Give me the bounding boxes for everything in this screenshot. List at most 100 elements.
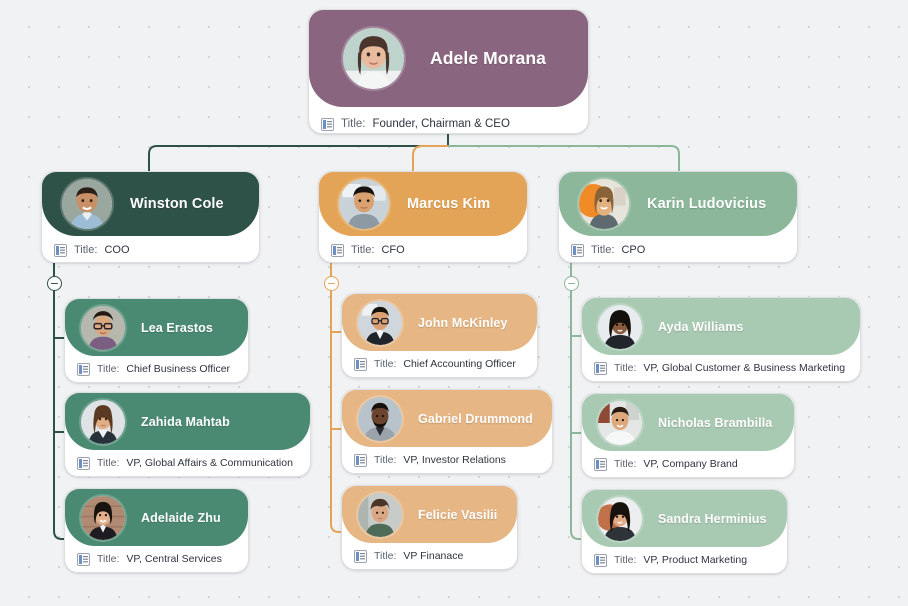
list-detail-icon [354, 453, 367, 467]
list-detail-icon [571, 243, 584, 257]
list-detail-icon [77, 552, 90, 566]
avatar [579, 179, 629, 229]
org-node-ops-child-1[interactable]: Zahida Mahtab Title: VP, Global Affairs … [64, 392, 311, 477]
list-detail-icon [54, 243, 67, 257]
field-label: Title: [97, 363, 120, 375]
field-value: COO [104, 244, 130, 256]
person-name: Nicholas Brambilla [658, 415, 773, 430]
field-value: VP, Global Customer & Business Marketing [643, 362, 846, 374]
avatar [598, 496, 642, 541]
person-name: Ayda Williams [658, 319, 744, 334]
org-node-ops[interactable]: Winston Cole Title: COO [41, 171, 260, 263]
field-label: Title: [614, 362, 637, 374]
org-node-ops-child-0[interactable]: Lea Erastos Title: Chief Business Office… [64, 298, 249, 383]
node-field-row: Title: CPO [559, 236, 797, 264]
node-field-row: Title: VP, Company Brand [582, 451, 794, 477]
field-value: VP, Company Brand [643, 458, 738, 470]
node-field-row: Title: Chief Accounting Officer [342, 351, 537, 377]
field-value: VP, Central Services [126, 553, 222, 565]
avatar [62, 179, 112, 229]
person-name: Zahida Mahtab [141, 414, 230, 429]
field-label: Title: [374, 550, 397, 562]
list-detail-icon [354, 357, 367, 371]
person-name: Sandra Herminius [658, 511, 767, 526]
collapse-toggle-ops[interactable] [47, 276, 62, 291]
org-node-finance-child-1[interactable]: Gabriel Drummond Title: VP, Investor Rel… [341, 389, 553, 474]
node-field-row: Title: VP, Product Marketing [582, 547, 787, 573]
person-name: Marcus Kim [407, 196, 491, 212]
node-header: Lea Erastos [65, 299, 248, 356]
list-detail-icon [321, 117, 334, 131]
list-detail-icon [77, 456, 90, 470]
avatar [81, 495, 125, 540]
field-label: Title: [97, 553, 120, 565]
minus-icon [568, 282, 575, 285]
org-node-product-child-1[interactable]: Nicholas Brambilla Title: VP, Company Br… [581, 393, 795, 478]
org-node-root[interactable]: Adele Morana Title: Founder, Chairman & … [308, 9, 589, 134]
person-name: Winston Cole [130, 196, 224, 212]
avatar [343, 28, 404, 89]
field-value: VP Finanace [403, 550, 464, 562]
node-header: Adele Morana [309, 10, 588, 107]
field-label: Title: [591, 244, 615, 256]
field-label: Title: [351, 244, 375, 256]
field-label: Title: [374, 454, 397, 466]
field-value: CFO [381, 244, 405, 256]
node-header: Ayda Williams [582, 298, 860, 355]
org-node-ops-child-2[interactable]: Adelaide Zhu Title: VP, Central Services [64, 488, 249, 573]
node-field-row: Title: VP Finanace [342, 543, 517, 569]
node-header: John McKinley [342, 294, 537, 351]
node-field-row: Title: COO [42, 236, 259, 264]
field-value: Founder, Chairman & CEO [372, 118, 510, 130]
collapse-toggle-product[interactable] [564, 276, 579, 291]
field-label: Title: [341, 118, 366, 130]
org-node-finance-child-2[interactable]: Felicie Vasilii Title: VP Finanace [341, 485, 518, 570]
field-value: VP, Investor Relations [403, 454, 506, 466]
avatar [81, 399, 125, 444]
node-field-row: Title: VP, Global Affairs & Communicatio… [65, 450, 310, 476]
node-header: Karin Ludovicius [559, 172, 797, 236]
org-node-product-child-2[interactable]: Sandra Herminius Title: VP, Product Mark… [581, 489, 788, 574]
node-header: Adelaide Zhu [65, 489, 248, 546]
field-value: VP, Global Affairs & Communication [126, 457, 293, 469]
node-header: Zahida Mahtab [65, 393, 310, 450]
node-header: Sandra Herminius [582, 490, 787, 547]
org-node-product[interactable]: Karin Ludovicius Title: CPO [558, 171, 798, 263]
list-detail-icon [77, 362, 90, 376]
list-detail-icon [594, 457, 607, 471]
avatar [339, 179, 389, 229]
person-name: John McKinley [418, 315, 508, 330]
person-name: Felicie Vasilii [418, 507, 498, 522]
collapse-toggle-finance[interactable] [324, 276, 339, 291]
person-name: Karin Ludovicius [647, 196, 767, 212]
node-header: Marcus Kim [319, 172, 527, 236]
field-value: Chief Accounting Officer [403, 358, 516, 370]
field-value: Chief Business Officer [126, 363, 231, 375]
avatar [358, 396, 402, 441]
list-detail-icon [594, 361, 607, 375]
avatar [81, 305, 125, 350]
field-value: VP, Product Marketing [643, 554, 748, 566]
list-detail-icon [331, 243, 344, 257]
node-header: Felicie Vasilii [342, 486, 517, 543]
org-node-finance[interactable]: Marcus Kim Title: CFO [318, 171, 528, 263]
list-detail-icon [594, 553, 607, 567]
person-name: Gabriel Drummond [418, 411, 533, 426]
node-header: Winston Cole [42, 172, 259, 236]
avatar [358, 300, 402, 345]
node-field-row: Title: CFO [319, 236, 527, 264]
org-node-finance-child-0[interactable]: John McKinley Title: Chief Accounting Of… [341, 293, 538, 378]
field-label: Title: [374, 358, 397, 370]
node-field-row: Title: Chief Business Officer [65, 356, 248, 382]
node-header: Gabriel Drummond [342, 390, 552, 447]
org-node-product-child-0[interactable]: Ayda Williams Title: VP, Global Customer… [581, 297, 861, 382]
field-label: Title: [614, 458, 637, 470]
node-field-row: Title: VP, Global Customer & Business Ma… [582, 355, 860, 381]
person-name: Lea Erastos [141, 320, 213, 335]
avatar [358, 492, 402, 537]
field-label: Title: [97, 457, 120, 469]
field-value: CPO [621, 244, 646, 256]
node-header: Nicholas Brambilla [582, 394, 794, 451]
node-field-row: Title: VP, Central Services [65, 546, 248, 572]
